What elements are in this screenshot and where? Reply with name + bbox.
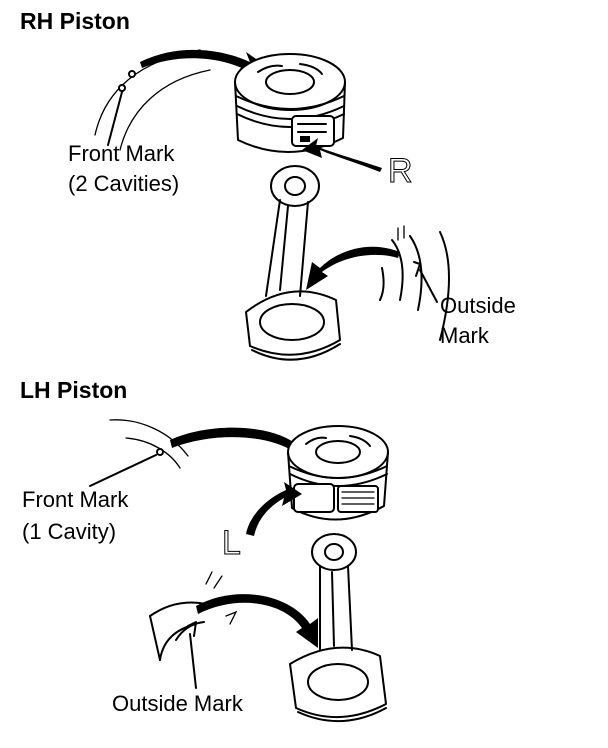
rh-outside-arrow xyxy=(306,246,400,290)
rh-side-mark-letter: R xyxy=(388,152,414,191)
rh-cavity-dot-2 xyxy=(128,70,136,78)
lh-front-mark-cavity: (1 Cavity) xyxy=(22,519,117,544)
rh-side-arrow xyxy=(302,138,382,172)
rh-cavity-dot-1 xyxy=(118,84,126,92)
rh-outside-mark-label: Outside xyxy=(440,293,516,318)
lh-front-mark-label: Front Mark xyxy=(22,487,129,512)
rh-piston-heading: RH Piston xyxy=(20,8,130,34)
lh-piston-heading: LH Piston xyxy=(20,377,128,403)
lh-cavity-dot xyxy=(156,448,164,456)
lh-motion-lines xyxy=(109,419,189,457)
rh-piston xyxy=(234,53,346,153)
rh-connecting-rod xyxy=(245,165,341,361)
rh-front-arrow xyxy=(140,49,272,80)
lh-outside-arrow xyxy=(196,594,318,648)
rh-bearing-shell xyxy=(379,225,450,341)
lh-front-arrow xyxy=(170,427,318,460)
lh-bearing-shell xyxy=(149,571,238,689)
lh-outside-mark-label: Outside Mark xyxy=(112,691,243,716)
rh-outside-mark-label-2: Mark xyxy=(440,323,489,348)
lh-connecting-rod xyxy=(289,533,387,722)
lh-side-arrow xyxy=(246,482,302,536)
rh-front-mark-label: Front Mark xyxy=(68,141,175,166)
lh-side-mark-letter: L xyxy=(222,524,242,563)
lh-piston xyxy=(287,425,389,521)
rh-front-mark-cavities: (2 Cavities) xyxy=(68,171,180,196)
